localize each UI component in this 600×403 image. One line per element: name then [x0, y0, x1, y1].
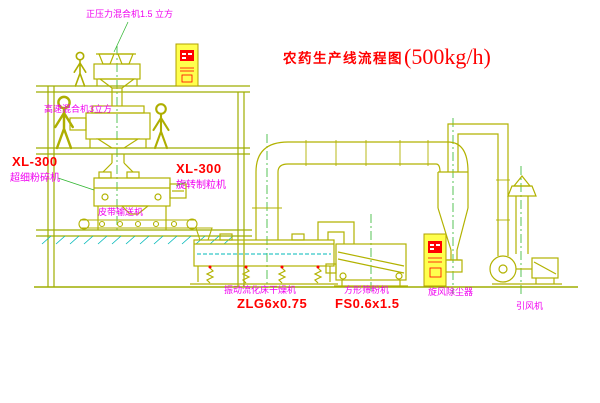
- label-dryer-model: ZLG6x0.75: [237, 296, 308, 311]
- title-text: 农药生产线流程图: [283, 51, 403, 66]
- fluid-bed-dryer: [190, 233, 338, 285]
- control-cabinet-upper: [175, 43, 199, 87]
- label-mill-model: XL-300: [12, 154, 58, 169]
- person-icon: [73, 51, 87, 87]
- label-cyclone: 旋风除尘器: [428, 287, 474, 297]
- label-leaders: [57, 21, 187, 191]
- diagram-title: 农药生产线流程图 (500kg/h): [283, 44, 491, 70]
- label-dryer-name: 振动流化床干燥机: [224, 285, 297, 295]
- label-sieve-name: 方形筛粉机: [344, 285, 390, 295]
- label-pressure-mixer: 正压力混合机1.5 立方: [86, 9, 174, 19]
- control-cabinet-lower: [423, 233, 447, 287]
- high-speed-mixer: [69, 105, 151, 179]
- label-belt-conveyor: 皮带输送机: [98, 207, 144, 217]
- label-granulator-name: 旋转制粒机: [176, 180, 226, 191]
- label-mill-name: 超细粉碎机: [10, 173, 60, 184]
- label-granulator-model: XL-300: [176, 161, 222, 176]
- square-sieve: [325, 243, 408, 287]
- building-structure: [34, 85, 578, 288]
- label-high-speed-mixer: 高速混合机3立方: [44, 104, 113, 114]
- induced-draft-fan: [489, 175, 562, 285]
- cyclone-separator: [437, 123, 510, 273]
- label-sieve-model: FS0.6x1.5: [335, 296, 400, 311]
- exhaust-duct: [252, 140, 469, 240]
- pressure-mixer: [93, 53, 141, 106]
- granulator-mill: [93, 177, 187, 230]
- person-icon: [152, 103, 170, 150]
- label-fan: 引风机: [516, 301, 544, 311]
- title-capacity: (500kg/h): [404, 44, 491, 69]
- sieve-feed-duct: [317, 221, 355, 244]
